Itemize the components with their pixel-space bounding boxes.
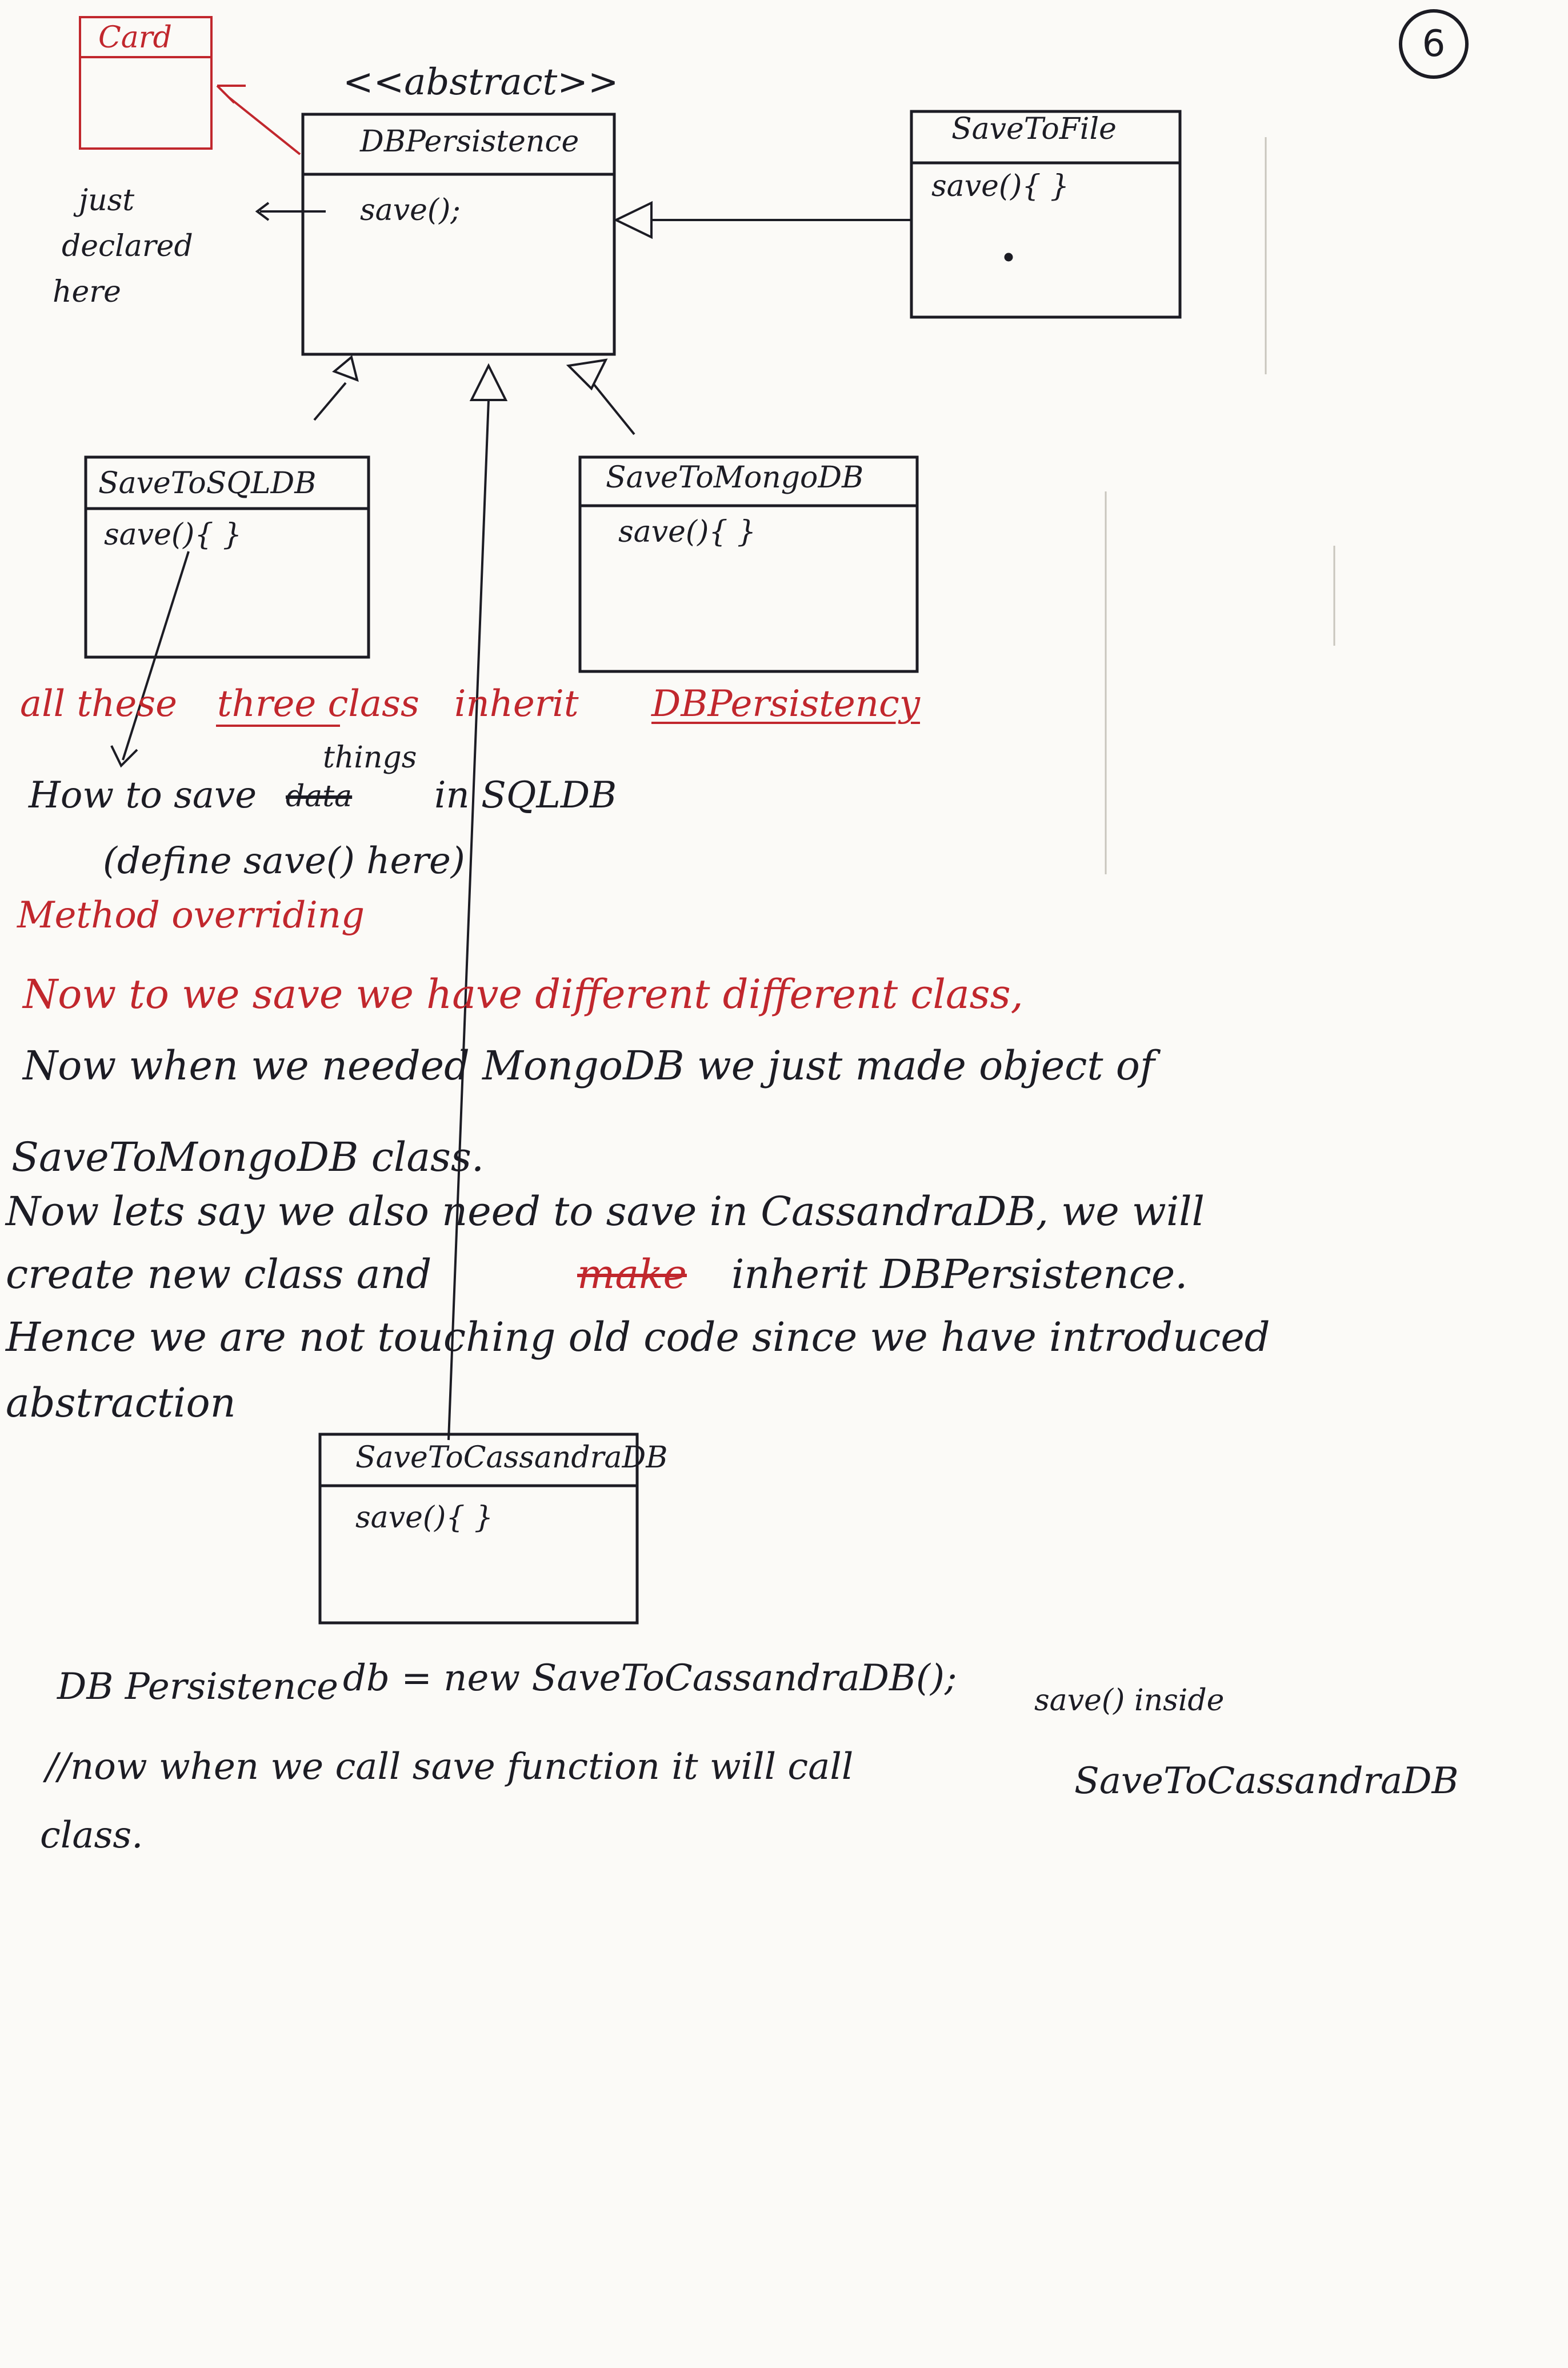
savetofile-box [910,110,1182,319]
side-note-line-2: declared [62,229,193,263]
comment-end: class. [40,1814,143,1857]
savetofile-method: save(){ } [931,169,1070,203]
comment-line: //now when we call save function it will… [46,1746,854,1788]
side-note-line-1: just [79,183,135,218]
savetosqldb-method: save(){ } [104,518,242,552]
mongo-inherit-edge [566,358,635,435]
code-statement: db = new SaveToCassandraDB(); [343,1657,957,1699]
how-to-save-1: How to save [29,774,257,817]
sql-note-arrow [110,551,190,768]
savetofile-name: SaveToFile [951,112,1117,146]
savetosqldb-box [84,455,370,659]
para-line-4b: inherit DBPersistence. [731,1251,1188,1298]
savetocassandradb-box [318,1433,639,1625]
savetocassandradb-method: save(){ } [355,1501,494,1535]
para-line-1: Now when we needed MongoDB we just made … [23,1042,1155,1089]
how-to-save-insert: things [323,741,417,775]
savetomongodb-box [578,455,919,673]
side-note-line-3: here [53,275,121,309]
page-number: 6 [1399,9,1469,79]
how-to-save-2: in SQLDB [434,774,617,817]
cassandra-inherit-edge [447,363,508,1441]
card-label: Card [98,21,172,55]
inherit-note-4: DBPersistency [651,683,920,725]
dbpersistence-box [301,113,616,356]
para-line-2: SaveToMongoDB class. [11,1134,485,1181]
define-save-note: (define save() here) [103,840,465,882]
savetocassandradb-name: SaveToCassandraDB [355,1441,668,1475]
inherit-note-2: three class [217,683,419,725]
para-line-4: create new class and [6,1251,432,1298]
inherit-note-3: inherit [454,683,579,725]
inherit-note-1: all these [20,683,177,725]
sql-inherit-edge [313,355,359,421]
para-line-5: Hence we are not touching old code since… [6,1314,1270,1361]
save-inside-note: save() inside [1034,1683,1225,1718]
para-line-3: Now lets say we also need to save in Cas… [6,1188,1205,1235]
faint-marks [1105,137,1335,874]
method-overriding-note: Method overriding [17,894,365,937]
savetosqldb-name: SaveToSQLDB [98,466,317,501]
base-class-name: DBPersistence [360,125,579,159]
code-type: DB Persistence [57,1666,339,1708]
how-to-save-struck: data [286,779,353,814]
para-red-line: Now to we save we have different differe… [23,971,1023,1018]
savetomongodb-name: SaveToMongoDB [606,461,864,495]
note-arrow [255,202,326,221]
file-inherit-edge [613,201,911,239]
savetomongodb-method: save(){ } [618,515,757,549]
comment-target: SaveToCassandraDB [1074,1760,1459,1802]
base-class-method: save(); [360,193,461,227]
abstract-stereotype: <<abstract>> [343,61,619,103]
card-box [79,16,301,155]
para-struck-word: make [577,1251,687,1298]
para-line-6: abstraction [6,1379,236,1426]
